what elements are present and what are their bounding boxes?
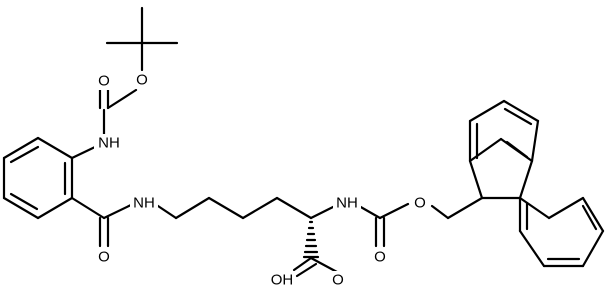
bond — [581, 196, 605, 233]
bond — [468, 159, 484, 200]
bond — [518, 159, 534, 200]
bond — [70, 145, 97, 160]
bond — [207, 196, 245, 220]
stereo-hash-bond — [302, 220, 320, 259]
bond — [9, 145, 40, 164]
atom-label: O — [98, 249, 110, 266]
bond — [581, 229, 605, 268]
bond — [292, 256, 313, 272]
fmoc-carbamate — [357, 196, 484, 248]
bond — [2, 196, 40, 220]
boc-nitrogen: NH — [94, 134, 124, 152]
bond — [70, 196, 106, 220]
bond — [581, 204, 598, 231]
boc-carbamate — [98, 82, 138, 136]
bond — [36, 196, 74, 220]
atom-label: OH — [271, 272, 294, 289]
bond — [530, 119, 540, 163]
boc-carbonyl-oxygen: O — [96, 72, 112, 90]
atom-label: O — [136, 72, 148, 89]
bond — [102, 202, 135, 220]
bond — [309, 204, 337, 220]
benzene-ring-anthranilamide — [2, 136, 97, 220]
fmoc-carbonyl-oxygen: O — [372, 248, 388, 266]
bond — [503, 107, 533, 126]
bond — [547, 196, 585, 220]
bond — [518, 229, 546, 268]
acid-carbonyl-oxygen: O — [330, 271, 346, 289]
bond — [174, 196, 211, 220]
atom-label: NH — [336, 195, 358, 212]
bond — [36, 136, 74, 160]
bond — [430, 204, 450, 220]
tert-butyl-group — [105, 6, 179, 72]
lysine-side-chain — [153, 196, 313, 220]
bond — [502, 99, 540, 123]
bond — [275, 196, 313, 220]
atom-label: NH — [133, 195, 155, 212]
bond — [241, 196, 279, 220]
atom-label: O — [414, 195, 426, 212]
atom-label: O — [332, 272, 344, 289]
atom-label: O — [374, 249, 386, 266]
atom-label: NH — [98, 135, 120, 152]
atom-labels: O O NH NH O NH O O — [94, 71, 428, 289]
fluorene-ring-system — [468, 99, 605, 268]
alpha-carbon-and-acid — [292, 204, 339, 278]
bond — [295, 262, 318, 278]
boc-ester-oxygen: O — [134, 71, 150, 89]
bond — [518, 196, 551, 220]
aryl-amide — [70, 196, 135, 248]
bond — [446, 196, 484, 220]
atom-label: O — [98, 73, 110, 90]
bond — [309, 256, 339, 274]
bond — [2, 136, 40, 160]
bond — [357, 204, 382, 220]
fmoc-nitrogen: NH — [333, 194, 361, 212]
bond — [106, 88, 138, 110]
bond — [468, 99, 506, 123]
amide-oxygen: O — [96, 248, 112, 266]
bond — [505, 140, 529, 159]
bond — [378, 202, 410, 220]
bond — [9, 192, 39, 211]
acid-hydroxyl: OH — [269, 271, 295, 289]
bond — [153, 202, 178, 220]
fmoc-ester-oxygen: O — [412, 194, 428, 212]
bond — [468, 137, 503, 163]
amide-nitrogen: NH — [130, 194, 158, 212]
